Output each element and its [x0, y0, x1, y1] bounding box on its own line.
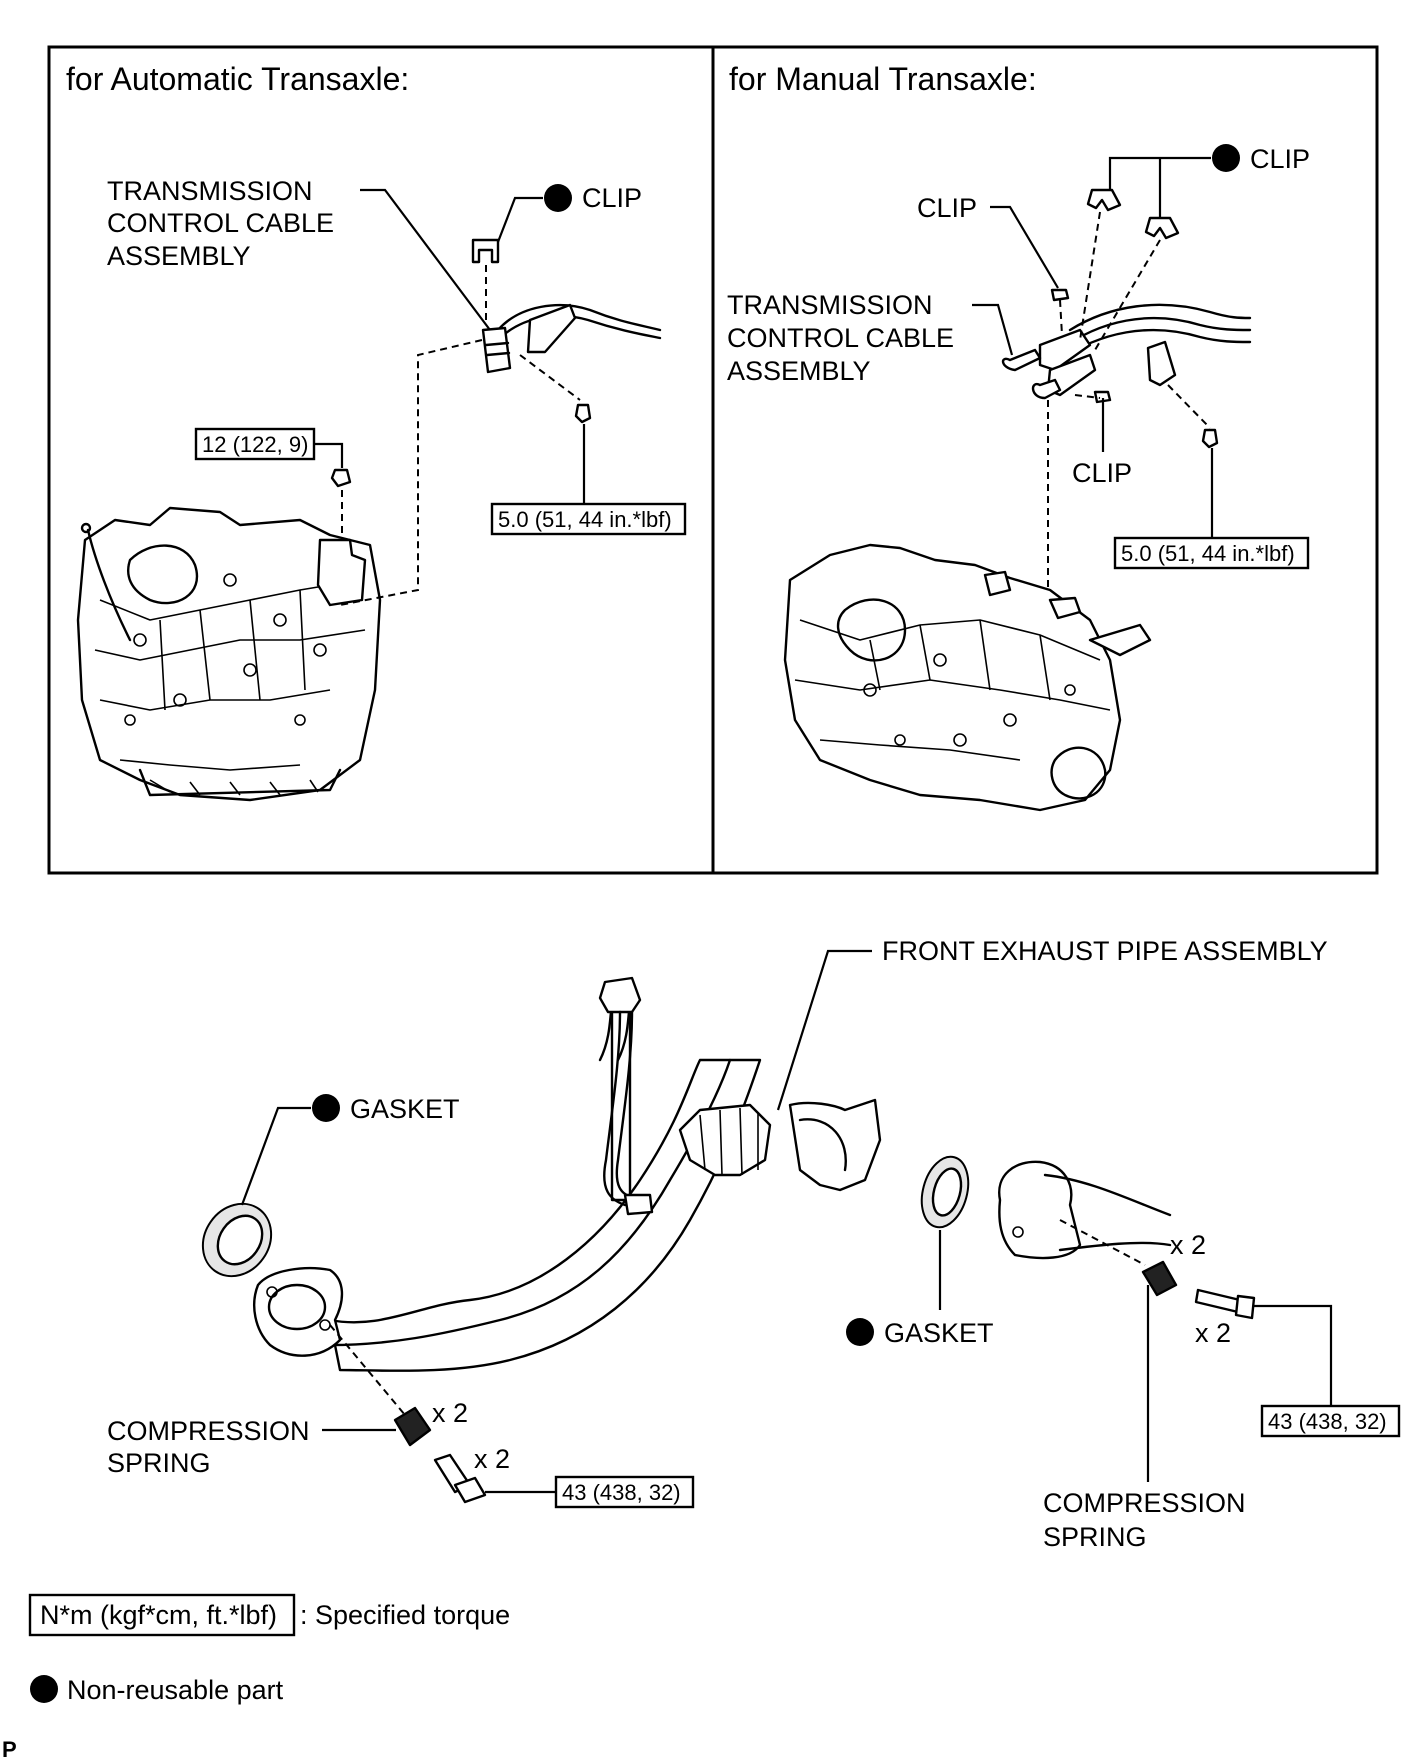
at-cable-label-line2: CONTROL CABLE: [107, 208, 334, 238]
legend-nonreusable: Non-reusable part: [67, 1675, 284, 1705]
nonreusable-mark-gasket-right: [846, 1318, 874, 1346]
mt-cable-label-line2: CONTROL CABLE: [727, 323, 954, 353]
nonreusable-mark-mt-clip: [1212, 144, 1240, 172]
nonreusable-legend-icon: [30, 1675, 58, 1703]
exhaust-pipe-label: FRONT EXHAUST PIPE ASSEMBLY: [882, 936, 1328, 966]
bolt-right-illustration: [1194, 1288, 1256, 1320]
nonreusable-mark-at-clip: [544, 184, 572, 212]
mt-cable-label-line1: TRANSMISSION: [727, 290, 933, 320]
corner-mark: P: [2, 1737, 17, 1762]
torque-left: 43 (438, 32): [562, 1480, 681, 1505]
spring-right-label-line1: COMPRESSION: [1043, 1488, 1246, 1518]
legend-torque-units: N*m (kgf*cm, ft.*lbf): [40, 1600, 277, 1630]
automatic-cable-illustration: [330, 238, 662, 488]
spring-left-label-line2: SPRING: [107, 1448, 211, 1478]
automatic-panel-title: for Automatic Transaxle:: [66, 61, 409, 97]
mt-clip-bottom-label: CLIP: [1072, 458, 1132, 488]
at-cable-label-line3: ASSEMBLY: [107, 241, 251, 271]
manual-panel-title: for Manual Transaxle:: [729, 61, 1037, 97]
torque-right: 43 (438, 32): [1268, 1409, 1387, 1434]
spring-left-illustration: [393, 1406, 432, 1447]
bolt-left-qty: x 2: [474, 1444, 510, 1474]
mt-clip-top-label: CLIP: [1250, 144, 1310, 174]
nonreusable-mark-gasket-left: [312, 1094, 340, 1122]
manual-cable-illustration: [1001, 188, 1252, 449]
spring-right-qty: x 2: [1170, 1230, 1206, 1260]
gasket-left-label: GASKET: [350, 1094, 460, 1124]
spring-right-label-line2: SPRING: [1043, 1522, 1147, 1552]
bolt-left-illustration: [433, 1453, 487, 1504]
legend-torque-box: [28, 1593, 296, 1637]
spring-right-illustration: [1141, 1260, 1178, 1297]
at-cable-label-line1: TRANSMISSION: [107, 176, 313, 206]
bolt-right-qty: x 2: [1195, 1318, 1231, 1348]
spring-left-qty: x 2: [432, 1398, 468, 1428]
gasket-right-label: GASKET: [884, 1318, 994, 1348]
mt-cable-label-line3: ASSEMBLY: [727, 356, 871, 386]
mt-torque-bolt: 5.0 (51, 44 in.*lbf): [1121, 541, 1295, 566]
pipe-flange-right-illustration: [998, 1160, 1172, 1260]
exhaust-pipe-illustration: [253, 976, 882, 1372]
mt-clip-left-label: CLIP: [917, 193, 977, 223]
at-torque-nut: 12 (122, 9): [202, 432, 308, 457]
gasket-right-illustration: [920, 1155, 970, 1229]
at-torque-bolt-box: [490, 502, 687, 536]
spring-left-label-line1: COMPRESSION: [107, 1416, 310, 1446]
gasket-left-illustration: [201, 1202, 273, 1278]
manual-transaxle-illustration: [783, 543, 1152, 812]
at-torque-bolt: 5.0 (51, 44 in.*lbf): [498, 507, 672, 532]
legend-torque-desc: : Specified torque: [300, 1600, 510, 1630]
at-clip-label: CLIP: [582, 183, 642, 213]
torque-right-box: [1260, 1404, 1401, 1438]
automatic-transaxle-illustration: [76, 506, 382, 802]
